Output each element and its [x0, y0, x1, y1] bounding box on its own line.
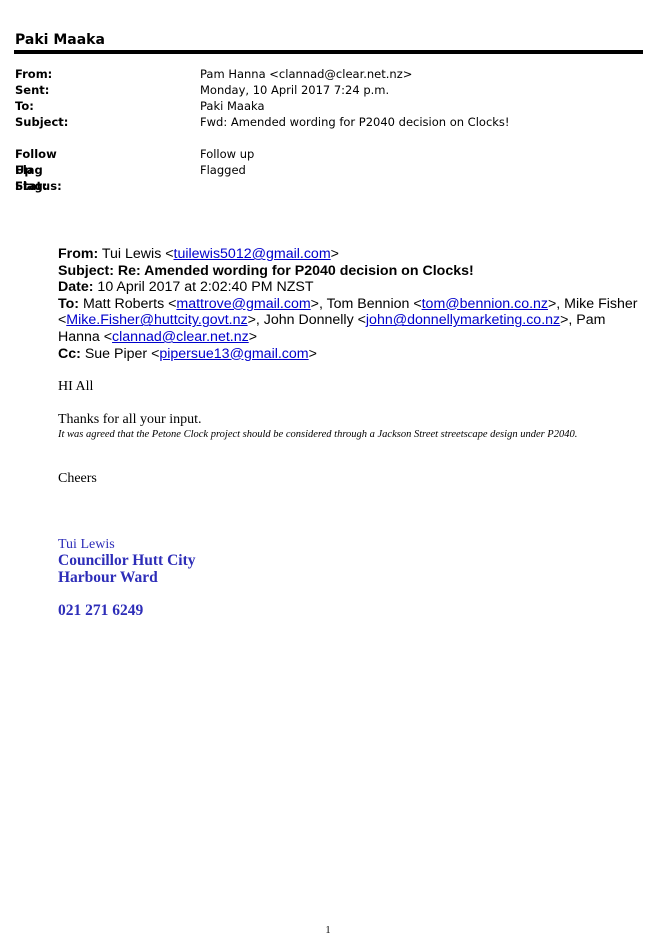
fwd-from-label: From: [58, 246, 99, 262]
fwd-to-name: >, Pam Hanna < [58, 312, 606, 345]
signature-phone: 021 271 6249 [58, 602, 144, 619]
fwd-from-name: Tui Lewis < [98, 246, 174, 262]
followup-label: Follow Up Flag: [15, 147, 57, 193]
fwd-from-email-link[interactable]: tuilewis5012@gmail.com [173, 246, 331, 262]
fwd-to-name: Matt Roberts < [79, 295, 177, 312]
fwd-to-email-link[interactable]: mattrove@gmail.com [176, 295, 311, 312]
fwd-date-value: 10 April 2017 at 2:02:40 PM NZST [93, 279, 314, 296]
signature-title: Councillor Hutt City [58, 552, 196, 569]
forwarded-header: From: Tui Lewis <tuilewis5012@gmail.com>… [58, 246, 638, 362]
fwd-to-close: > [248, 328, 258, 345]
agreement-text: It was agreed that the Petone Clock proj… [58, 429, 578, 440]
fwd-from-line: From: Tui Lewis <tuilewis5012@gmail.com> [58, 246, 638, 263]
greeting-text: HI All [58, 379, 94, 394]
signature-name: Tui Lewis [58, 537, 115, 552]
signature-ward: Harbour Ward [58, 569, 158, 586]
fwd-to-name: >, Mike Fisher < [58, 295, 638, 329]
fwd-cc-name: Sue Piper < [80, 345, 160, 362]
fwd-cc-close: > [308, 345, 317, 362]
flagstatus-label: Flag Status: [15, 163, 62, 193]
fwd-to-email-link[interactable]: john@donnellymarketing.co.nz [365, 312, 561, 329]
fwd-date-label: Date: [58, 279, 94, 296]
from-value: Pam Hanna <clannad@clear.net.nz> [200, 67, 413, 81]
fwd-to-email-link[interactable]: Mike.Fisher@huttcity.govt.nz [66, 312, 248, 329]
signoff-text: Cheers [58, 471, 97, 486]
subject-value: Fwd: Amended wording for P2040 decision … [200, 115, 510, 129]
to-label: To: [15, 99, 34, 113]
fwd-to-email-link[interactable]: tom@bennion.co.nz [421, 295, 549, 312]
mailbox-owner: Paki Maaka [15, 32, 105, 48]
flagstatus-value: Flagged [200, 163, 246, 177]
fwd-from-close: > [330, 246, 339, 262]
fwd-cc-line: Cc: Sue Piper <pipersue13@gmail.com> [58, 346, 638, 363]
fwd-subject: Subject: Re: Amended wording for P2040 d… [58, 262, 474, 279]
fwd-subject-line: Subject: Re: Amended wording for P2040 d… [58, 263, 638, 280]
fwd-date-line: Date: 10 April 2017 at 2:02:40 PM NZST [58, 279, 638, 296]
header-divider [14, 50, 643, 54]
fwd-to-name: >, John Donnelly < [247, 312, 366, 329]
sent-label: Sent: [15, 83, 50, 97]
fwd-to-line: To: Matt Roberts <mattrove@gmail.com>, T… [58, 296, 638, 346]
fwd-to-name: >, Tom Bennion < [310, 295, 422, 312]
thanks-text: Thanks for all your input. [58, 412, 202, 427]
fwd-cc-label: Cc: [58, 345, 81, 362]
fwd-cc-email-link[interactable]: pipersue13@gmail.com [159, 345, 309, 362]
sent-value: Monday, 10 April 2017 7:24 p.m. [200, 83, 390, 97]
fwd-to-label: To: [58, 295, 80, 312]
fwd-to-email-link[interactable]: clannad@clear.net.nz [112, 328, 249, 345]
from-label: From: [15, 67, 53, 81]
followup-value: Follow up [200, 147, 255, 161]
subject-label: Subject: [15, 115, 69, 129]
page-number: 1 [325, 925, 331, 936]
to-value: Paki Maaka [200, 99, 265, 113]
